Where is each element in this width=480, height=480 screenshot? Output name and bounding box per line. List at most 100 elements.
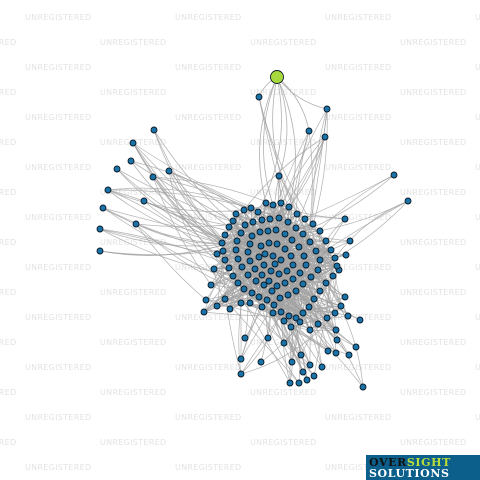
entity-node <box>296 269 304 277</box>
entity-node <box>251 265 259 273</box>
edge <box>240 221 289 360</box>
edge <box>276 76 288 177</box>
edge <box>272 204 346 220</box>
entity-node <box>299 309 307 317</box>
entity-node <box>248 289 256 297</box>
edge <box>153 129 227 245</box>
entity-node <box>246 299 254 307</box>
entity-node <box>404 197 412 205</box>
entity-node <box>218 239 226 247</box>
entity-node <box>275 214 283 222</box>
entity-node <box>283 267 291 275</box>
entity-node <box>345 351 353 359</box>
node-layer <box>96 70 412 391</box>
entity-node <box>232 210 240 218</box>
entity-node <box>96 225 104 233</box>
edge <box>289 240 327 384</box>
entity-node <box>288 236 296 244</box>
entity-node <box>262 199 270 207</box>
entity-node <box>286 379 294 387</box>
edge <box>99 228 227 247</box>
entity-node <box>256 228 264 236</box>
edge <box>261 219 323 368</box>
edge <box>132 142 227 245</box>
oversight-solutions-logo: OVERSIGHT SOLUTIONS <box>366 455 480 480</box>
entity-node <box>356 316 364 324</box>
entity-node <box>301 215 309 223</box>
edge <box>107 189 227 245</box>
entity-node <box>248 232 256 240</box>
entity-node <box>295 243 303 251</box>
entity-node <box>312 247 320 255</box>
entity-node <box>323 105 331 113</box>
entity-node <box>331 254 339 262</box>
entity-node <box>202 296 210 304</box>
entity-node <box>237 229 245 237</box>
edge <box>302 283 329 352</box>
entity-node <box>258 216 266 224</box>
edge <box>312 108 328 225</box>
logo-word-over: OVER <box>369 456 407 469</box>
entity-node <box>213 302 221 310</box>
edge <box>251 235 300 384</box>
edge-layer <box>99 76 409 388</box>
entity-node <box>332 326 340 334</box>
entity-node <box>99 204 107 212</box>
edge <box>107 189 239 284</box>
edge <box>287 221 327 242</box>
entity-node <box>229 217 237 225</box>
edge <box>152 176 306 220</box>
edge <box>265 202 340 271</box>
entity-node <box>280 317 288 325</box>
entity-node <box>281 245 289 253</box>
edge <box>168 170 242 304</box>
entity-node <box>237 355 245 363</box>
entity-node <box>277 199 285 207</box>
entity-node <box>280 339 288 347</box>
edge <box>102 207 227 245</box>
entity-node <box>265 239 273 247</box>
entity-node <box>305 303 313 311</box>
entity-node <box>255 253 263 261</box>
entity-node <box>275 270 283 278</box>
entity-node <box>221 256 229 264</box>
edge <box>213 268 302 356</box>
entity-node <box>267 267 275 275</box>
entity-node <box>292 314 300 322</box>
entity-node <box>225 223 233 231</box>
entity-node <box>281 279 289 287</box>
entity-node <box>237 299 245 307</box>
entity-node <box>316 256 324 264</box>
entity-node <box>258 303 266 311</box>
edge <box>276 76 296 208</box>
edge <box>257 76 282 213</box>
entity-node <box>287 252 295 260</box>
edge <box>247 251 337 354</box>
entity-node <box>96 247 104 255</box>
entity-node <box>287 323 295 331</box>
entity-node <box>309 220 317 228</box>
entity-node <box>165 167 173 175</box>
edge <box>288 136 326 208</box>
edge <box>216 253 291 384</box>
entity-node <box>225 264 233 272</box>
edge <box>132 142 321 232</box>
edge <box>130 160 227 245</box>
entity-node <box>210 265 218 273</box>
entity-node <box>296 318 304 326</box>
entity-node <box>257 242 265 250</box>
entity-node <box>241 334 249 342</box>
edge <box>205 299 285 322</box>
entity-node <box>299 368 307 376</box>
edge <box>280 311 304 373</box>
edge <box>238 288 245 375</box>
entity-node <box>318 363 326 371</box>
entity-node <box>238 263 246 271</box>
edge <box>279 297 364 388</box>
entity-node <box>346 237 354 245</box>
entity-node <box>257 358 265 366</box>
entity-node <box>333 336 341 344</box>
entity-node <box>129 139 137 147</box>
edge <box>237 258 342 307</box>
entity-node <box>229 272 237 280</box>
